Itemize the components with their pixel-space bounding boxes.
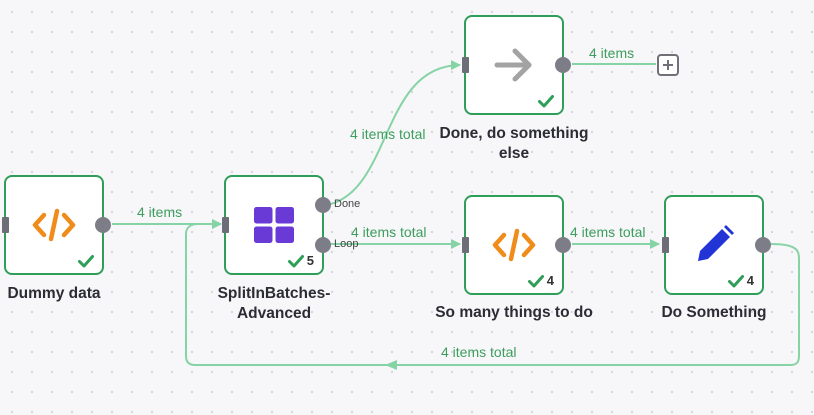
run-count: 5	[306, 253, 314, 268]
node-label-so-many-things-to-do: So many things to do	[435, 304, 593, 321]
edge-label-many-to-do: 4 items total	[570, 224, 646, 240]
output-label-loop: Loop	[334, 238, 359, 250]
edge-label-done-to-add: 4 items	[589, 45, 635, 61]
edge-label-split-loop: 4 items total	[351, 224, 427, 240]
pencil-icon	[698, 225, 734, 261]
input-handle[interactable]	[462, 237, 469, 253]
node-status: 4	[527, 273, 554, 288]
node-so-many-things-to-do[interactable]: 4	[462, 195, 571, 295]
input-handle[interactable]	[2, 217, 9, 233]
edge-label-dummy-to-split: 4 items	[137, 204, 183, 220]
code-icon	[32, 208, 76, 242]
edge-split-done-to-done[interactable]	[330, 60, 461, 205]
output-handle[interactable]	[555, 57, 571, 73]
output-handle[interactable]	[555, 237, 571, 253]
node-label-done-do-something-else: Done, do something else	[439, 125, 589, 162]
run-count: 4	[746, 273, 754, 288]
run-count: 4	[546, 273, 554, 288]
edge-label-split-done: 4 items total	[350, 126, 426, 142]
input-handle[interactable]	[462, 57, 469, 73]
output-handle-done[interactable]	[315, 197, 331, 213]
check-icon	[727, 275, 744, 288]
output-handle[interactable]	[95, 217, 111, 233]
check-icon	[287, 255, 304, 268]
code-icon	[492, 228, 536, 262]
edge-back-direction-arrow	[385, 360, 397, 370]
input-handle[interactable]	[222, 217, 229, 233]
node-status	[538, 94, 554, 108]
node-status: 4	[727, 273, 754, 288]
arrow-right-icon	[494, 48, 532, 82]
input-handle[interactable]	[662, 237, 669, 253]
grid-icon	[254, 207, 294, 243]
node-label-split-in-batches: SplitInBatches-Advanced	[217, 285, 331, 322]
node-do-something[interactable]: 4	[662, 195, 771, 295]
node-label-do-something: Do Something	[661, 304, 767, 321]
output-handle[interactable]	[755, 237, 771, 253]
node-label-dummy-data: Dummy data	[7, 285, 101, 302]
check-icon	[527, 275, 544, 288]
node-dummy-data[interactable]	[2, 175, 111, 275]
node-split-in-batches[interactable]: 5	[222, 175, 331, 275]
check-icon	[78, 255, 94, 268]
output-handle-loop[interactable]	[315, 237, 331, 253]
output-label-done: Done	[334, 198, 361, 210]
node-status	[78, 254, 94, 268]
edge-do-back-to-split[interactable]	[185, 219, 801, 366]
node-done-do-something-else[interactable]	[462, 15, 571, 115]
check-icon	[538, 95, 554, 108]
edge-label-do-back-to-split: 4 items total	[441, 344, 517, 360]
node-status: 5	[287, 253, 314, 268]
add-node-button[interactable]	[657, 54, 679, 76]
